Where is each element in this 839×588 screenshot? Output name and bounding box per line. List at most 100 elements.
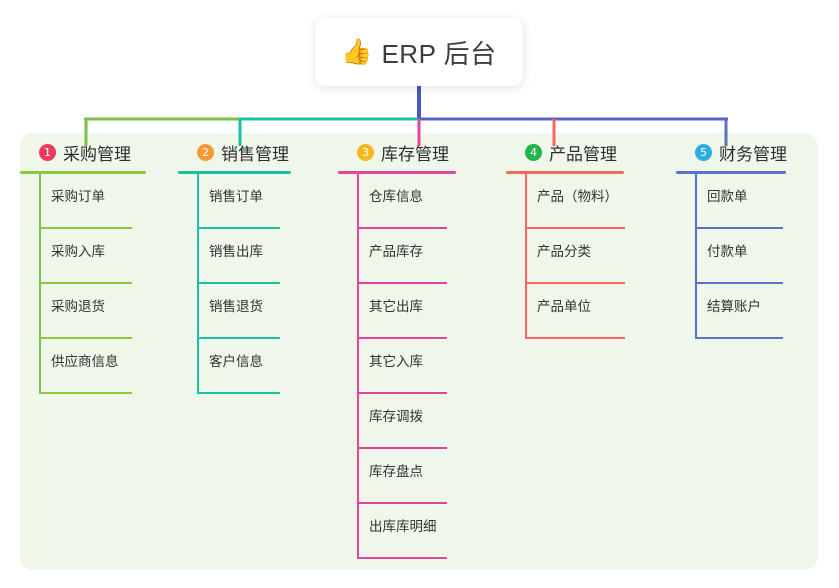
root-node[interactable]: 👍 ERP 后台 — [315, 18, 523, 86]
leaf-item[interactable]: 采购退货 — [20, 284, 170, 339]
leaf-item[interactable]: 销售退货 — [178, 284, 328, 339]
leaf-item-underline — [39, 227, 132, 229]
column-item-list: 产品（物料） 产品分类产品单位 — [506, 174, 661, 339]
thumbs-up-icon: 👍 — [341, 37, 373, 66]
column-item-list: 销售订单销售出库销售退货客户信息 — [178, 174, 328, 394]
leaf-item-label: 结算账户 — [707, 299, 761, 314]
leaf-item-underline — [357, 447, 447, 449]
column-item-list: 仓库信息产品库存其它出库其它入库库存调拨库存盘点出库库明细 — [338, 174, 488, 559]
leaf-item-label: 库存盘点 — [369, 464, 423, 479]
leaf-item[interactable]: 出库库明细 — [338, 504, 488, 559]
column-title: 采购管理 — [63, 144, 131, 164]
column-header-1[interactable]: 1 采购管理 — [20, 133, 170, 171]
column-spine — [357, 174, 359, 559]
column-spine — [695, 174, 697, 339]
leaf-item-label: 库存调拨 — [369, 409, 423, 424]
leaf-item[interactable]: 采购入库 — [20, 229, 170, 284]
column-header-2[interactable]: 2 销售管理 — [178, 133, 328, 171]
leaf-item-underline — [357, 392, 447, 394]
column-title: 产品管理 — [549, 144, 617, 164]
leaf-item-underline — [197, 337, 280, 339]
column-item-list: 采购订单采购入库采购退货供应商信息 — [20, 174, 170, 394]
leaf-item-underline — [197, 227, 280, 229]
column-number-badge: 1 — [39, 143, 56, 161]
leaf-item[interactable]: 产品库存 — [338, 229, 488, 284]
leaf-item-label: 销售出库 — [209, 244, 263, 259]
leaf-item-underline — [525, 337, 625, 339]
leaf-item[interactable]: 库存调拨 — [338, 394, 488, 449]
column-underline — [178, 171, 291, 174]
column-header-5[interactable]: 5 财务管理 — [676, 133, 816, 171]
leaf-item-underline — [357, 227, 447, 229]
column-header-3[interactable]: 3 库存管理 — [338, 133, 488, 171]
column-spine — [39, 174, 41, 394]
leaf-item-underline — [695, 337, 783, 339]
column-underline — [338, 171, 456, 174]
leaf-item-label: 供应商信息 — [51, 354, 119, 369]
column-underline — [676, 171, 786, 174]
leaf-item-underline — [357, 282, 447, 284]
column-header-4[interactable]: 4 产品管理 — [506, 133, 661, 171]
leaf-item-label: 客户信息 — [209, 354, 263, 369]
leaf-item-underline — [695, 282, 783, 284]
leaf-item-label: 仓库信息 — [369, 189, 423, 204]
branch-column-3: 3 库存管理仓库信息产品库存其它出库其它入库库存调拨库存盘点出库库明细 — [338, 133, 488, 559]
leaf-item-underline — [197, 392, 280, 394]
leaf-item[interactable]: 产品（物料） — [506, 174, 661, 229]
leaf-item[interactable]: 其它入库 — [338, 339, 488, 394]
leaf-item-underline — [357, 502, 447, 504]
column-spine — [525, 174, 527, 339]
leaf-item[interactable]: 销售订单 — [178, 174, 328, 229]
leaf-item-label: 销售订单 — [209, 189, 263, 204]
leaf-item[interactable]: 库存盘点 — [338, 449, 488, 504]
leaf-item[interactable]: 结算账户 — [676, 284, 816, 339]
leaf-item-underline — [197, 282, 280, 284]
leaf-item-label: 产品单位 — [537, 299, 591, 314]
column-spine — [197, 174, 199, 394]
column-title: 销售管理 — [221, 144, 289, 164]
leaf-item-label: 产品（物料） — [537, 189, 618, 204]
leaf-item-underline — [357, 337, 447, 339]
leaf-item-underline — [39, 392, 132, 394]
leaf-item[interactable]: 销售出库 — [178, 229, 328, 284]
column-number-badge: 5 — [695, 143, 712, 161]
leaf-item-label: 出库库明细 — [369, 519, 437, 534]
branch-column-1: 1 采购管理采购订单采购入库采购退货供应商信息 — [20, 133, 170, 394]
leaf-item-underline — [695, 227, 783, 229]
leaf-item[interactable]: 供应商信息 — [20, 339, 170, 394]
column-title: 财务管理 — [719, 144, 787, 164]
column-underline — [20, 171, 146, 174]
leaf-item[interactable]: 客户信息 — [178, 339, 328, 394]
leaf-item-label: 采购退货 — [51, 299, 105, 314]
leaf-item[interactable]: 产品分类 — [506, 229, 661, 284]
column-number-badge: 2 — [197, 143, 214, 161]
leaf-item-label: 其它出库 — [369, 299, 423, 314]
leaf-item-label: 销售退货 — [209, 299, 263, 314]
leaf-item-underline — [525, 227, 625, 229]
leaf-item-underline — [39, 282, 132, 284]
leaf-item-underline — [39, 337, 132, 339]
leaf-item-label: 产品库存 — [369, 244, 423, 259]
branch-columns: 1 采购管理采购订单采购入库采购退货供应商信息 2 销售管理销售订单销售出库销售退货客… — [20, 133, 818, 570]
branch-column-2: 2 销售管理销售订单销售出库销售退货客户信息 — [178, 133, 328, 394]
leaf-item-label: 付款单 — [707, 244, 748, 259]
column-item-list: 回款单付款单结算账户 — [676, 174, 816, 339]
column-number-badge: 3 — [357, 143, 374, 161]
leaf-item-underline — [525, 282, 625, 284]
leaf-item-label: 回款单 — [707, 189, 748, 204]
leaf-item[interactable]: 采购订单 — [20, 174, 170, 229]
branch-column-4: 4 产品管理产品（物料） 产品分类产品单位 — [506, 133, 661, 339]
leaf-item[interactable]: 其它出库 — [338, 284, 488, 339]
leaf-item-label: 采购订单 — [51, 189, 105, 204]
column-number-badge: 4 — [525, 143, 542, 161]
branch-column-5: 5 财务管理回款单付款单结算账户 — [676, 133, 816, 339]
leaf-item[interactable]: 产品单位 — [506, 284, 661, 339]
leaf-item-label: 采购入库 — [51, 244, 105, 259]
column-title: 库存管理 — [381, 144, 449, 164]
leaf-item[interactable]: 回款单 — [676, 174, 816, 229]
leaf-item[interactable]: 付款单 — [676, 229, 816, 284]
leaf-item[interactable]: 仓库信息 — [338, 174, 488, 229]
root-title: ERP 后台 — [381, 38, 497, 69]
leaf-item-label: 其它入库 — [369, 354, 423, 369]
